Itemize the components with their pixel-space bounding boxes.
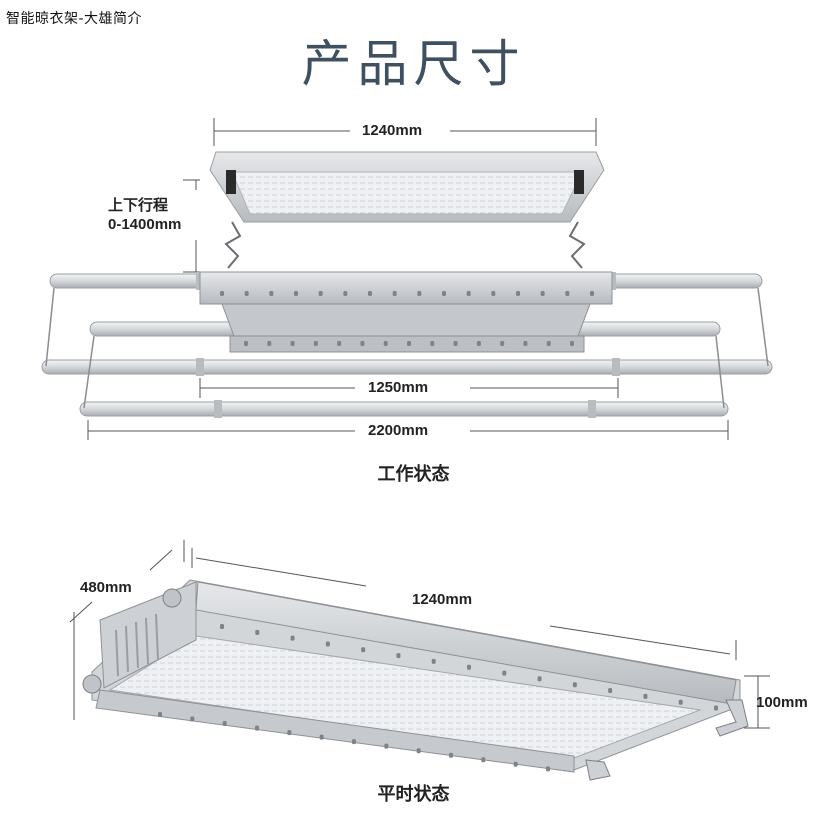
hanger-hole (352, 739, 356, 745)
hanger-hole (467, 664, 471, 670)
hanger-hole (290, 635, 295, 641)
label-lift-line1: 上下行程 (108, 197, 169, 214)
hanger-hole (546, 766, 550, 772)
label-length: 1240mm (412, 591, 473, 608)
dim-top-width (213, 118, 597, 146)
label-total-width: 2200mm (362, 422, 435, 439)
hanger-hole (407, 341, 411, 346)
hanger-hole (337, 341, 342, 346)
hanger-hole (416, 748, 421, 754)
dim-lift (183, 179, 200, 273)
hanger-hole (244, 341, 248, 346)
hanger-hole (220, 624, 224, 629)
hanger-hole (565, 291, 570, 296)
hanger-hole (290, 341, 295, 346)
hanger-hole (319, 734, 324, 740)
hanger-hole (466, 291, 471, 296)
hanger-hole (537, 676, 542, 682)
hanger-hole (255, 725, 259, 731)
hanger-hole (502, 670, 507, 676)
hanger-hole (384, 743, 389, 749)
hanger-hole (513, 761, 518, 767)
hanger-hole (361, 647, 366, 653)
label-inner-width: 1250mm (362, 379, 435, 396)
hanger-hole (714, 705, 718, 711)
hanger-hole (678, 699, 683, 705)
hanger-hole (523, 341, 528, 346)
hanger-hole (516, 291, 520, 296)
hanger-hole (392, 291, 397, 296)
hanger-hole (220, 291, 224, 296)
hanger-hole (608, 688, 613, 694)
working-state-label: 工作状态 (377, 464, 450, 485)
hanger-hole (500, 341, 505, 346)
hanger-hole (643, 693, 648, 699)
hanger-hole (590, 291, 594, 296)
ceiling-unit (209, 151, 605, 223)
dim-total-width (87, 420, 729, 440)
hanger-hole (313, 341, 318, 346)
hanger-hole (431, 658, 436, 664)
hanger-hole (481, 757, 486, 763)
hanger-hole (453, 341, 458, 346)
label-height: 100mm (756, 694, 808, 711)
hanger-hole (222, 721, 227, 727)
hanger-hole (269, 291, 274, 296)
page-title: 产品尺寸 (301, 35, 526, 93)
hanger-hole (540, 291, 545, 296)
hanger-hole (287, 730, 292, 736)
hanger-hole (442, 291, 446, 296)
hanger-hole (343, 291, 348, 296)
hanger-hole (430, 341, 435, 346)
hanger-hole (449, 752, 453, 758)
dim-inner-width (199, 378, 619, 398)
page-caption: 智能晾衣架-大雄简介 (6, 11, 143, 27)
hanger-hole (491, 291, 496, 296)
hanger-hole (572, 682, 577, 688)
hanger-hole (383, 341, 388, 346)
flat-state-label: 平时状态 (377, 784, 450, 805)
label-depth: 480mm (80, 579, 132, 596)
hanger-hole (318, 291, 323, 296)
flat-state-drawing (69, 540, 770, 781)
hanger-hole (417, 291, 422, 296)
hanger-hole (368, 291, 372, 296)
hanger-hole (360, 341, 365, 346)
hanger-hole (570, 341, 574, 346)
label-lift-line2: 0-1400mm (108, 216, 182, 233)
label-top-width: 1240mm (356, 122, 429, 139)
hanger-hole (396, 653, 401, 659)
hanging-frame (199, 271, 613, 353)
hanger-hole (267, 341, 272, 346)
hanger-hole (294, 291, 298, 296)
hanger-hole (476, 341, 481, 346)
hanger-hole (325, 641, 330, 647)
hanger-hole (244, 291, 249, 296)
hanger-hole (190, 716, 195, 722)
hanger-hole (546, 341, 551, 346)
hanger-hole (158, 712, 162, 717)
hanger-hole (255, 629, 260, 635)
lift-arms (224, 221, 586, 269)
